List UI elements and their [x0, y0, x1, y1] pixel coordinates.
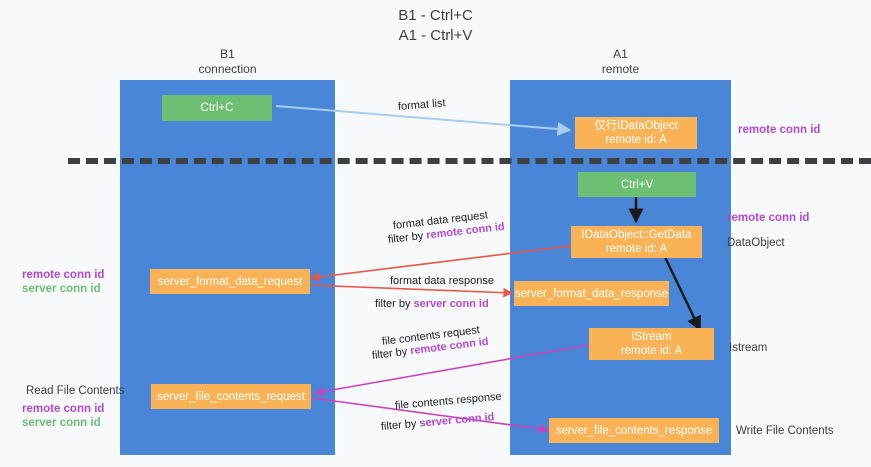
- node-server-file-contents-request-label: server_file_contents_request: [157, 390, 305, 403]
- node-idataobject-remote-line1: 仅行IDataObject: [594, 120, 678, 132]
- edge-label-format-data-response-text: format data response: [390, 275, 494, 287]
- annotation-left-read-file-contents: Read File Contents: [26, 385, 125, 397]
- edge-label-filter-prefix-2: filter by: [375, 298, 414, 310]
- annotation-right-istream: Istream: [729, 342, 768, 354]
- edge-label-server-conn-id-2: server conn id: [418, 411, 495, 430]
- node-istream-remote-line2: remote id: A: [620, 345, 683, 357]
- lane-header-b1-line1: B1: [220, 47, 235, 61]
- node-ctrl-v[interactable]: Ctrl+V: [578, 172, 696, 197]
- node-idataobject-getdata[interactable]: IDataObject::GetData remote id: A: [571, 226, 702, 258]
- title-line-1: B1 - Ctrl+C: [398, 7, 473, 24]
- lane-header-b1-line2: connection: [198, 62, 257, 76]
- annotation-right-write-file-contents: Write File Contents: [736, 425, 834, 437]
- node-ctrl-c-label: Ctrl+C: [200, 102, 234, 114]
- page-title: B1 - Ctrl+C A1 - Ctrl+V: [0, 6, 871, 46]
- node-server-format-data-response[interactable]: server_format_data_response: [514, 281, 669, 306]
- annotation-right-dataobject: DataObject: [727, 237, 785, 249]
- lane-header-a1: A1 remote: [510, 47, 731, 77]
- annotation-left-remote-conn-id-1: remote conn id: [22, 269, 105, 281]
- edge-label-format-list: format list: [398, 97, 446, 113]
- node-idataobject-getdata-line2: remote id: A: [605, 243, 668, 255]
- node-server-format-data-response-label: server_format_data_response: [514, 287, 669, 300]
- edge-label-format-list-text: format list: [397, 97, 447, 113]
- annotation-right-remote-conn-id-top: remote conn id: [738, 124, 821, 136]
- node-idataobject-remote[interactable]: 仅行IDataObject remote id: A: [575, 117, 697, 149]
- annotation-left-server-conn-id-2: server conn id: [22, 417, 101, 429]
- node-idataobject-remote-line2: remote id: A: [605, 134, 667, 146]
- edge-label-filter-prefix-3: filter by: [371, 345, 411, 362]
- node-istream-remote-line1: IStream: [631, 331, 672, 343]
- annotation-left-remote-conn-id-2: remote conn id: [22, 403, 105, 415]
- node-server-format-data-request[interactable]: server_format_data_request: [150, 269, 310, 294]
- lane-header-a1-line2: remote: [601, 62, 640, 76]
- edge-label-filter-prefix: filter by: [387, 229, 427, 246]
- node-server-format-data-request-label: server_format_data_request: [157, 275, 303, 288]
- annotation-left-server-conn-id-1: server conn id: [22, 283, 101, 295]
- edge-label-format-data-response: format data response: [390, 275, 494, 287]
- node-server-file-contents-request[interactable]: server_file_contents_request: [151, 384, 311, 409]
- edge-label-filter-prefix-4: filter by: [380, 417, 420, 433]
- edge-label-format-data-response-filter: filter by server conn id: [375, 298, 489, 310]
- node-istream-remote[interactable]: IStream remote id: A: [589, 328, 714, 360]
- lane-header-b1: B1 connection: [120, 47, 335, 77]
- phase-divider: [68, 158, 871, 164]
- node-server-file-contents-response[interactable]: server_file_contents_response: [549, 418, 719, 443]
- node-idataobject-getdata-line1: IDataObject::GetData: [581, 229, 692, 241]
- edge-label-file-contents-response-text: file contents response: [394, 390, 503, 412]
- edge-label-server-conn-id: server conn id: [413, 298, 489, 310]
- annotation-right-remote-conn-id-mid: remote conn id: [727, 212, 810, 224]
- title-line-2: A1 - Ctrl+V: [398, 27, 473, 44]
- node-ctrl-c[interactable]: Ctrl+C: [162, 95, 272, 121]
- edge-label-file-contents-response: file contents response: [394, 391, 502, 412]
- node-server-file-contents-response-label: server_file_contents_response: [555, 424, 713, 437]
- edge-label-file-contents-response-filter: filter by server conn id: [380, 411, 494, 433]
- lane-header-a1-line1: A1: [613, 47, 628, 61]
- node-ctrl-v-label: Ctrl+V: [620, 178, 654, 191]
